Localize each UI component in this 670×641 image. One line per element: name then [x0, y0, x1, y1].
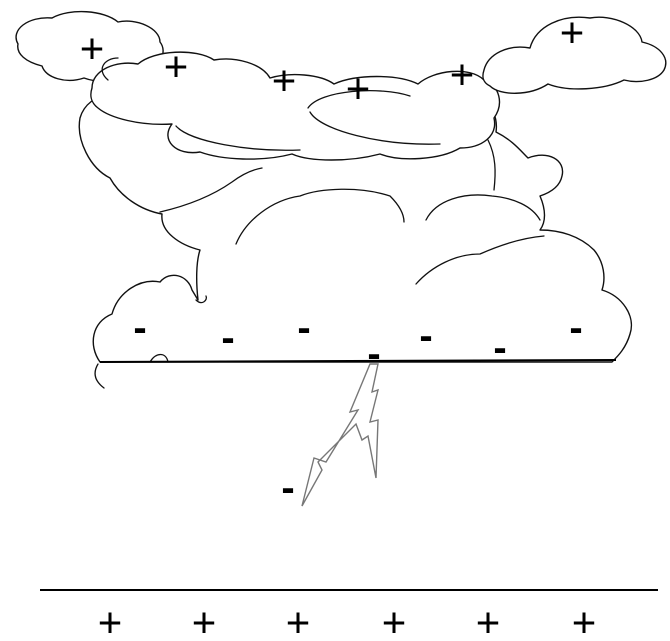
ground-charge: +	[572, 599, 597, 641]
top-charge: +	[272, 57, 297, 104]
cloud-contour	[307, 89, 411, 109]
base-charge: -	[569, 306, 582, 350]
base-charge: -	[221, 316, 234, 360]
top-charge: +	[560, 9, 585, 56]
cloud-contour	[149, 353, 169, 363]
cloud-base-line	[99, 359, 617, 363]
ground-charge: +	[286, 599, 311, 641]
cloud-contour	[175, 125, 301, 151]
base-charge: -	[419, 314, 432, 358]
cloud-anvil-right	[482, 16, 667, 94]
cloud-contour	[195, 295, 208, 304]
base-charge: -	[133, 306, 146, 350]
ground-charge: +	[476, 599, 501, 641]
base-charge: -	[493, 326, 506, 370]
cloud-contour	[425, 194, 541, 221]
ground-charge: +	[192, 599, 217, 641]
cloud-anvil-center	[90, 51, 501, 161]
cloud-base-negative-charges: - - - - - - -	[133, 306, 582, 376]
cloud-contour	[309, 111, 441, 145]
storm-cloud-icon	[15, 10, 667, 389]
top-positive-charges: + + + + + +	[80, 9, 585, 112]
top-charge: +	[450, 51, 475, 98]
top-charge: +	[80, 25, 105, 72]
cloud-contour	[235, 188, 405, 245]
cloud-contour	[487, 139, 496, 191]
ground-charge: +	[382, 599, 407, 641]
lightning-bolt-icon	[301, 363, 379, 507]
cloud-contour	[101, 57, 119, 81]
ground-positive-charges: + + + + + +	[98, 599, 597, 641]
base-charge: -	[367, 332, 380, 376]
ground-charge: +	[98, 599, 123, 641]
top-charge: +	[346, 65, 371, 112]
top-charge: +	[164, 43, 189, 90]
leader-tip-charge: -	[281, 466, 294, 510]
base-charge: -	[297, 306, 310, 350]
cloud-contour	[415, 235, 545, 285]
cloud-contour	[94, 363, 105, 389]
cloud-contour	[159, 167, 263, 213]
